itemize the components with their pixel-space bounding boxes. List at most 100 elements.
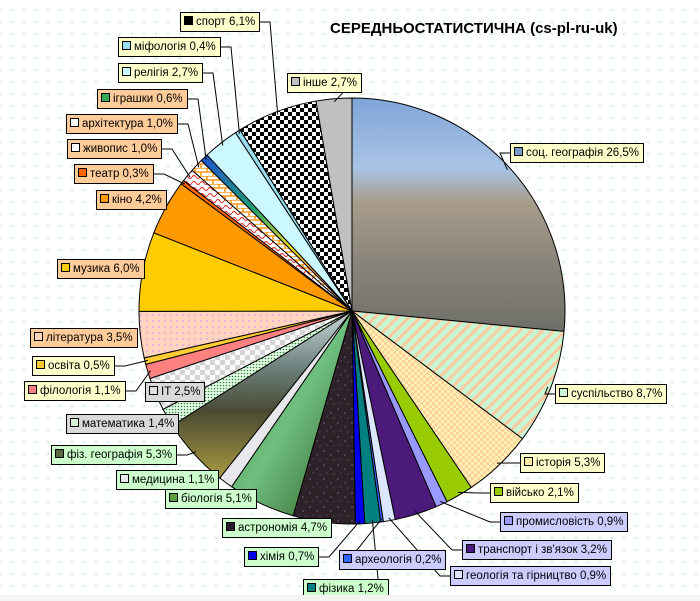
leader-line-архітектура bbox=[178, 123, 200, 168]
data-label-text: транспорт і зв'язок 3,2% bbox=[478, 544, 607, 556]
pie-slice-інше bbox=[315, 97, 353, 312]
data-label-освіта: освіта 0,5% bbox=[32, 356, 115, 376]
legend-swatch bbox=[34, 332, 43, 341]
data-label-релігія: релігія 2,7% bbox=[118, 63, 204, 83]
legend-swatch bbox=[226, 522, 235, 531]
data-label-text: музика 6,0% bbox=[73, 263, 140, 275]
data-label-text: філологія 1,1% bbox=[40, 385, 121, 397]
data-label-text: хімія 0,7% bbox=[260, 551, 315, 563]
data-label-література: література 3,5% bbox=[30, 328, 138, 348]
data-label-археологія: археологія 0,2% bbox=[339, 550, 447, 570]
data-label-text: астрономія 4,7% bbox=[238, 522, 328, 534]
data-label-геологія-та-гірництво: геологія та гірництво 0,9% bbox=[450, 566, 612, 586]
legend-swatch bbox=[248, 551, 257, 560]
legend-swatch bbox=[55, 449, 64, 458]
data-label-text: військо 2,1% bbox=[506, 487, 574, 499]
legend-swatch bbox=[36, 360, 45, 369]
data-label-text: археологія 0,2% bbox=[355, 554, 442, 566]
data-label-філологія: філологія 1,1% bbox=[24, 381, 126, 401]
data-label-спорт: спорт 6,1% bbox=[180, 12, 261, 32]
leader-line-військо bbox=[457, 491, 490, 494]
legend-swatch bbox=[524, 457, 533, 466]
leader-line-транспорт-і-зв-язок bbox=[414, 510, 462, 551]
leader-line-філологія bbox=[126, 370, 152, 392]
chart-title: СЕРЕДНЬОСТАТИСТИЧНА (cs-pl-ru-uk) bbox=[330, 20, 618, 37]
legend-swatch bbox=[120, 474, 129, 483]
data-label-text: іграшки 0,6% bbox=[113, 93, 183, 105]
data-label-суспільство: суспільство 8,7% bbox=[555, 384, 668, 404]
leader-line-міфологія bbox=[221, 46, 240, 134]
legend-swatch bbox=[61, 263, 70, 272]
legend-swatch bbox=[307, 583, 316, 592]
legend-swatch bbox=[70, 118, 79, 127]
legend-swatch bbox=[70, 418, 79, 427]
legend-swatch bbox=[28, 385, 37, 394]
legend-swatch bbox=[71, 143, 80, 152]
data-label-фіз-географія: фіз. географія 5,3% bbox=[51, 445, 178, 465]
legend-swatch bbox=[494, 487, 503, 496]
data-label-text: інше 2,7% bbox=[303, 77, 357, 89]
data-label-text: біологія 5,1% bbox=[181, 493, 252, 505]
bottom-border bbox=[0, 595, 700, 601]
leader-line-театр bbox=[154, 173, 185, 185]
data-label-живопис: живопис 1,0% bbox=[67, 139, 163, 159]
data-label-text: соц. географія 26,5% bbox=[526, 147, 640, 159]
legend-swatch bbox=[466, 544, 475, 553]
data-label-медицина: медицина 1,1% bbox=[116, 470, 220, 490]
leader-line-спорт bbox=[260, 21, 279, 115]
data-label-text: театр 0,3% bbox=[90, 168, 149, 180]
data-label-text: архітектура 1,0% bbox=[82, 118, 173, 130]
legend-swatch bbox=[100, 194, 109, 203]
leader-line-іграшки bbox=[188, 98, 207, 160]
legend-swatch bbox=[78, 168, 87, 177]
data-label-text: спорт 6,1% bbox=[196, 16, 256, 28]
data-label-text: суспільство 8,7% bbox=[571, 388, 663, 400]
pie-slice-суспільство bbox=[350, 310, 565, 440]
data-label-музика: музика 6,0% bbox=[57, 259, 145, 279]
data-label-text: математика 1,4% bbox=[82, 418, 175, 430]
legend-swatch bbox=[149, 386, 158, 395]
legend-swatch bbox=[122, 67, 131, 76]
data-label-військо: військо 2,1% bbox=[490, 483, 579, 503]
legend-swatch bbox=[291, 77, 300, 86]
legend-swatch bbox=[169, 493, 178, 502]
leader-line-геологія-та-гірництво bbox=[388, 517, 450, 577]
data-label-міфологія: міфологія 0,4% bbox=[118, 37, 221, 57]
leader-line-соц-географія bbox=[499, 152, 510, 171]
leader-line-промисловість bbox=[440, 501, 500, 523]
data-label-соц-географія: соц. географія 26,5% bbox=[510, 143, 645, 163]
data-label-text: фізика 1,2% bbox=[319, 583, 384, 595]
data-label-text: живопис 1,0% bbox=[83, 143, 158, 155]
data-label-text: релігія 2,7% bbox=[134, 67, 199, 79]
data-label-text: освіта 0,5% bbox=[48, 360, 110, 372]
legend-swatch bbox=[454, 570, 463, 579]
data-label-text: фіз. географія 5,3% bbox=[67, 449, 173, 461]
data-label-text: міфологія 0,4% bbox=[134, 41, 216, 53]
data-label-театр: театр 0,3% bbox=[74, 164, 154, 184]
data-label-text: історія 5,3% bbox=[536, 457, 601, 469]
legend-swatch bbox=[122, 41, 131, 50]
data-label-іграшки: іграшки 0,6% bbox=[97, 89, 188, 109]
data-label-it: IT 2,5% bbox=[145, 382, 206, 402]
data-label-біологія: біологія 5,1% bbox=[165, 489, 257, 509]
legend-swatch bbox=[514, 147, 523, 156]
data-label-text: промисловість 0,9% bbox=[516, 516, 624, 528]
legend-swatch bbox=[504, 516, 513, 525]
leader-line-суспільство bbox=[544, 386, 555, 395]
data-label-text: кіно 4,2% bbox=[112, 194, 162, 206]
data-label-інше: інше 2,7% bbox=[287, 73, 362, 93]
data-label-text: медицина 1,1% bbox=[132, 474, 215, 486]
leader-line-фіз-географія bbox=[177, 451, 197, 456]
data-label-математика: математика 1,4% bbox=[66, 414, 180, 434]
leader-line-релігія bbox=[203, 72, 224, 146]
data-label-text: література 3,5% bbox=[46, 332, 133, 344]
data-label-хімія: хімія 0,7% bbox=[244, 547, 320, 567]
data-label-промисловість: промисловість 0,9% bbox=[500, 512, 629, 532]
leader-line-освіта bbox=[115, 359, 149, 367]
data-label-text: геологія та гірництво 0,9% bbox=[466, 570, 607, 582]
data-label-архітектура: архітектура 1,0% bbox=[66, 114, 178, 134]
data-label-кіно: кіно 4,2% bbox=[96, 190, 167, 210]
legend-swatch bbox=[184, 16, 193, 25]
